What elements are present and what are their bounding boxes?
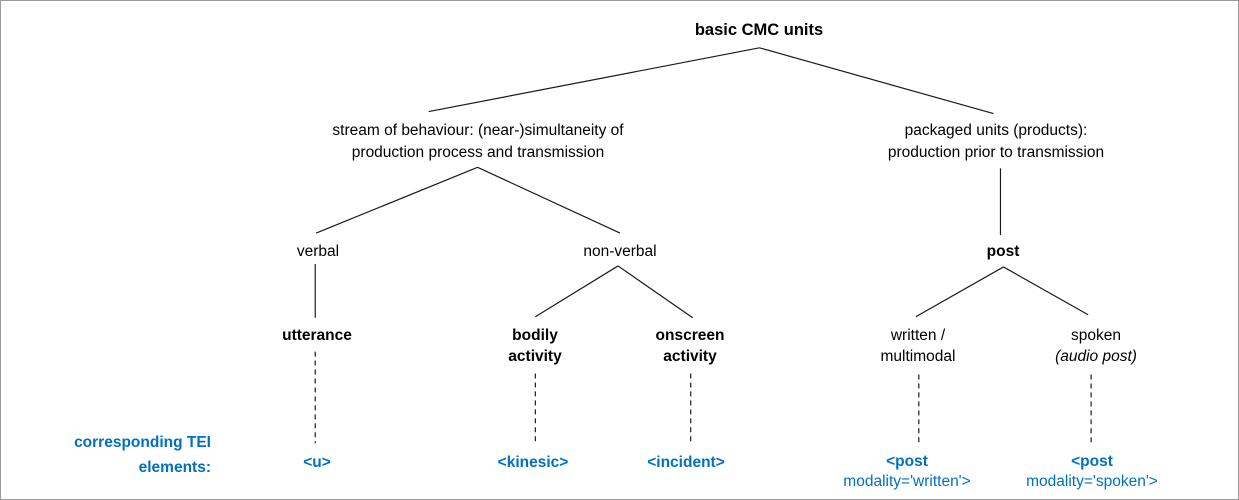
- node-verbal: verbal: [296, 243, 340, 260]
- tei-post-written-line2: modality='written'>: [843, 473, 971, 490]
- edge-nonverbal-onscreen: [617, 265, 694, 319]
- node-written-line2: multimodal: [880, 348, 956, 365]
- edge-post-spoken: [1003, 266, 1089, 316]
- tei-element-post-written: <post modality='written'>: [843, 451, 970, 492]
- tei-element-incident: <incident>: [647, 454, 725, 471]
- edge-root-stream: [428, 47, 760, 113]
- edge-stream-verbal: [315, 166, 478, 234]
- node-packaged-units: packaged units (products): production pr…: [888, 120, 1104, 164]
- node-spoken-line2: (audio post): [1055, 348, 1137, 365]
- tei-elements-caption: corresponding TEI elements:: [39, 430, 211, 480]
- node-bodily-line2: activity: [508, 348, 562, 365]
- node-written-multimodal: written / multimodal: [881, 325, 956, 367]
- tei-element-kinesic: <kinesic>: [497, 454, 569, 471]
- node-onscreen-line2: activity: [663, 348, 717, 365]
- tei-post-written-line1: <post: [886, 453, 928, 470]
- node-packaged-line1: packaged units (products):: [904, 122, 1088, 139]
- node-non-verbal: non-verbal: [583, 243, 657, 260]
- node-stream-of-behaviour: stream of behaviour: (near-)simultaneity…: [332, 120, 623, 164]
- node-stream-line2: production process and transmission: [351, 144, 605, 161]
- node-stream-line1: stream of behaviour: (near-)simultaneity…: [332, 122, 624, 139]
- edge-root-packaged: [759, 47, 994, 115]
- edge-post-written: [915, 266, 1004, 318]
- node-spoken-audio-post: spoken (audio post): [1055, 325, 1137, 367]
- node-packaged-line2: production prior to transmission: [887, 144, 1105, 161]
- tei-post-spoken-line2: modality='spoken'>: [1026, 473, 1158, 490]
- node-onscreen-activity: onscreen activity: [656, 325, 725, 367]
- edge-nonverbal-bodily: [535, 265, 619, 318]
- node-bodily-line1: bodily: [512, 327, 558, 344]
- node-bodily-activity: bodily activity: [508, 325, 561, 367]
- tei-caption-line2: elements:: [138, 459, 211, 476]
- node-spoken-line1: spoken: [1071, 327, 1121, 344]
- node-onscreen-line1: onscreen: [655, 327, 725, 344]
- tei-element-u: <u>: [303, 454, 331, 471]
- edge-stream-nonverbal: [477, 166, 621, 234]
- tei-element-post-spoken: <post modality='spoken'>: [1026, 451, 1158, 492]
- tei-caption-line1: corresponding TEI: [74, 434, 211, 451]
- node-post: post: [986, 243, 1020, 260]
- node-utterance: utterance: [282, 327, 352, 344]
- root-node-basic-cmc-units: basic CMC units: [694, 21, 824, 39]
- node-written-line1: written /: [890, 327, 946, 344]
- tei-post-spoken-line1: <post: [1071, 453, 1113, 470]
